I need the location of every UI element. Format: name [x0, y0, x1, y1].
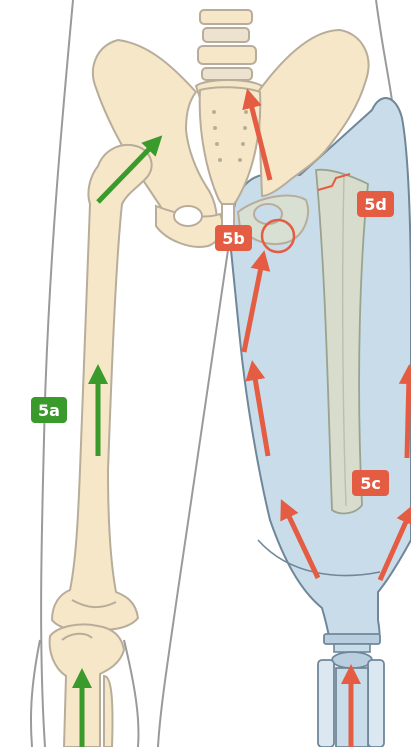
label-5d-text: 5d [364, 195, 387, 214]
lower-left-leg-inner [124, 640, 138, 747]
label-5b-text: 5b [222, 229, 245, 248]
obturator-left [174, 206, 202, 226]
label-5c: 5c [352, 470, 389, 496]
spine [196, 10, 262, 98]
lower-left-leg-edge [31, 640, 40, 747]
crotch-line [158, 250, 228, 747]
label-5d: 5d [357, 191, 394, 217]
arrow-red-socket-5 [407, 376, 409, 458]
label-5a: 5a [31, 397, 67, 423]
left-femur [52, 145, 152, 630]
left-lower-leg-bones [50, 624, 124, 747]
label-5b: 5b [215, 225, 252, 251]
label-5a-text: 5a [38, 401, 60, 420]
label-5c-text: 5c [360, 474, 381, 493]
